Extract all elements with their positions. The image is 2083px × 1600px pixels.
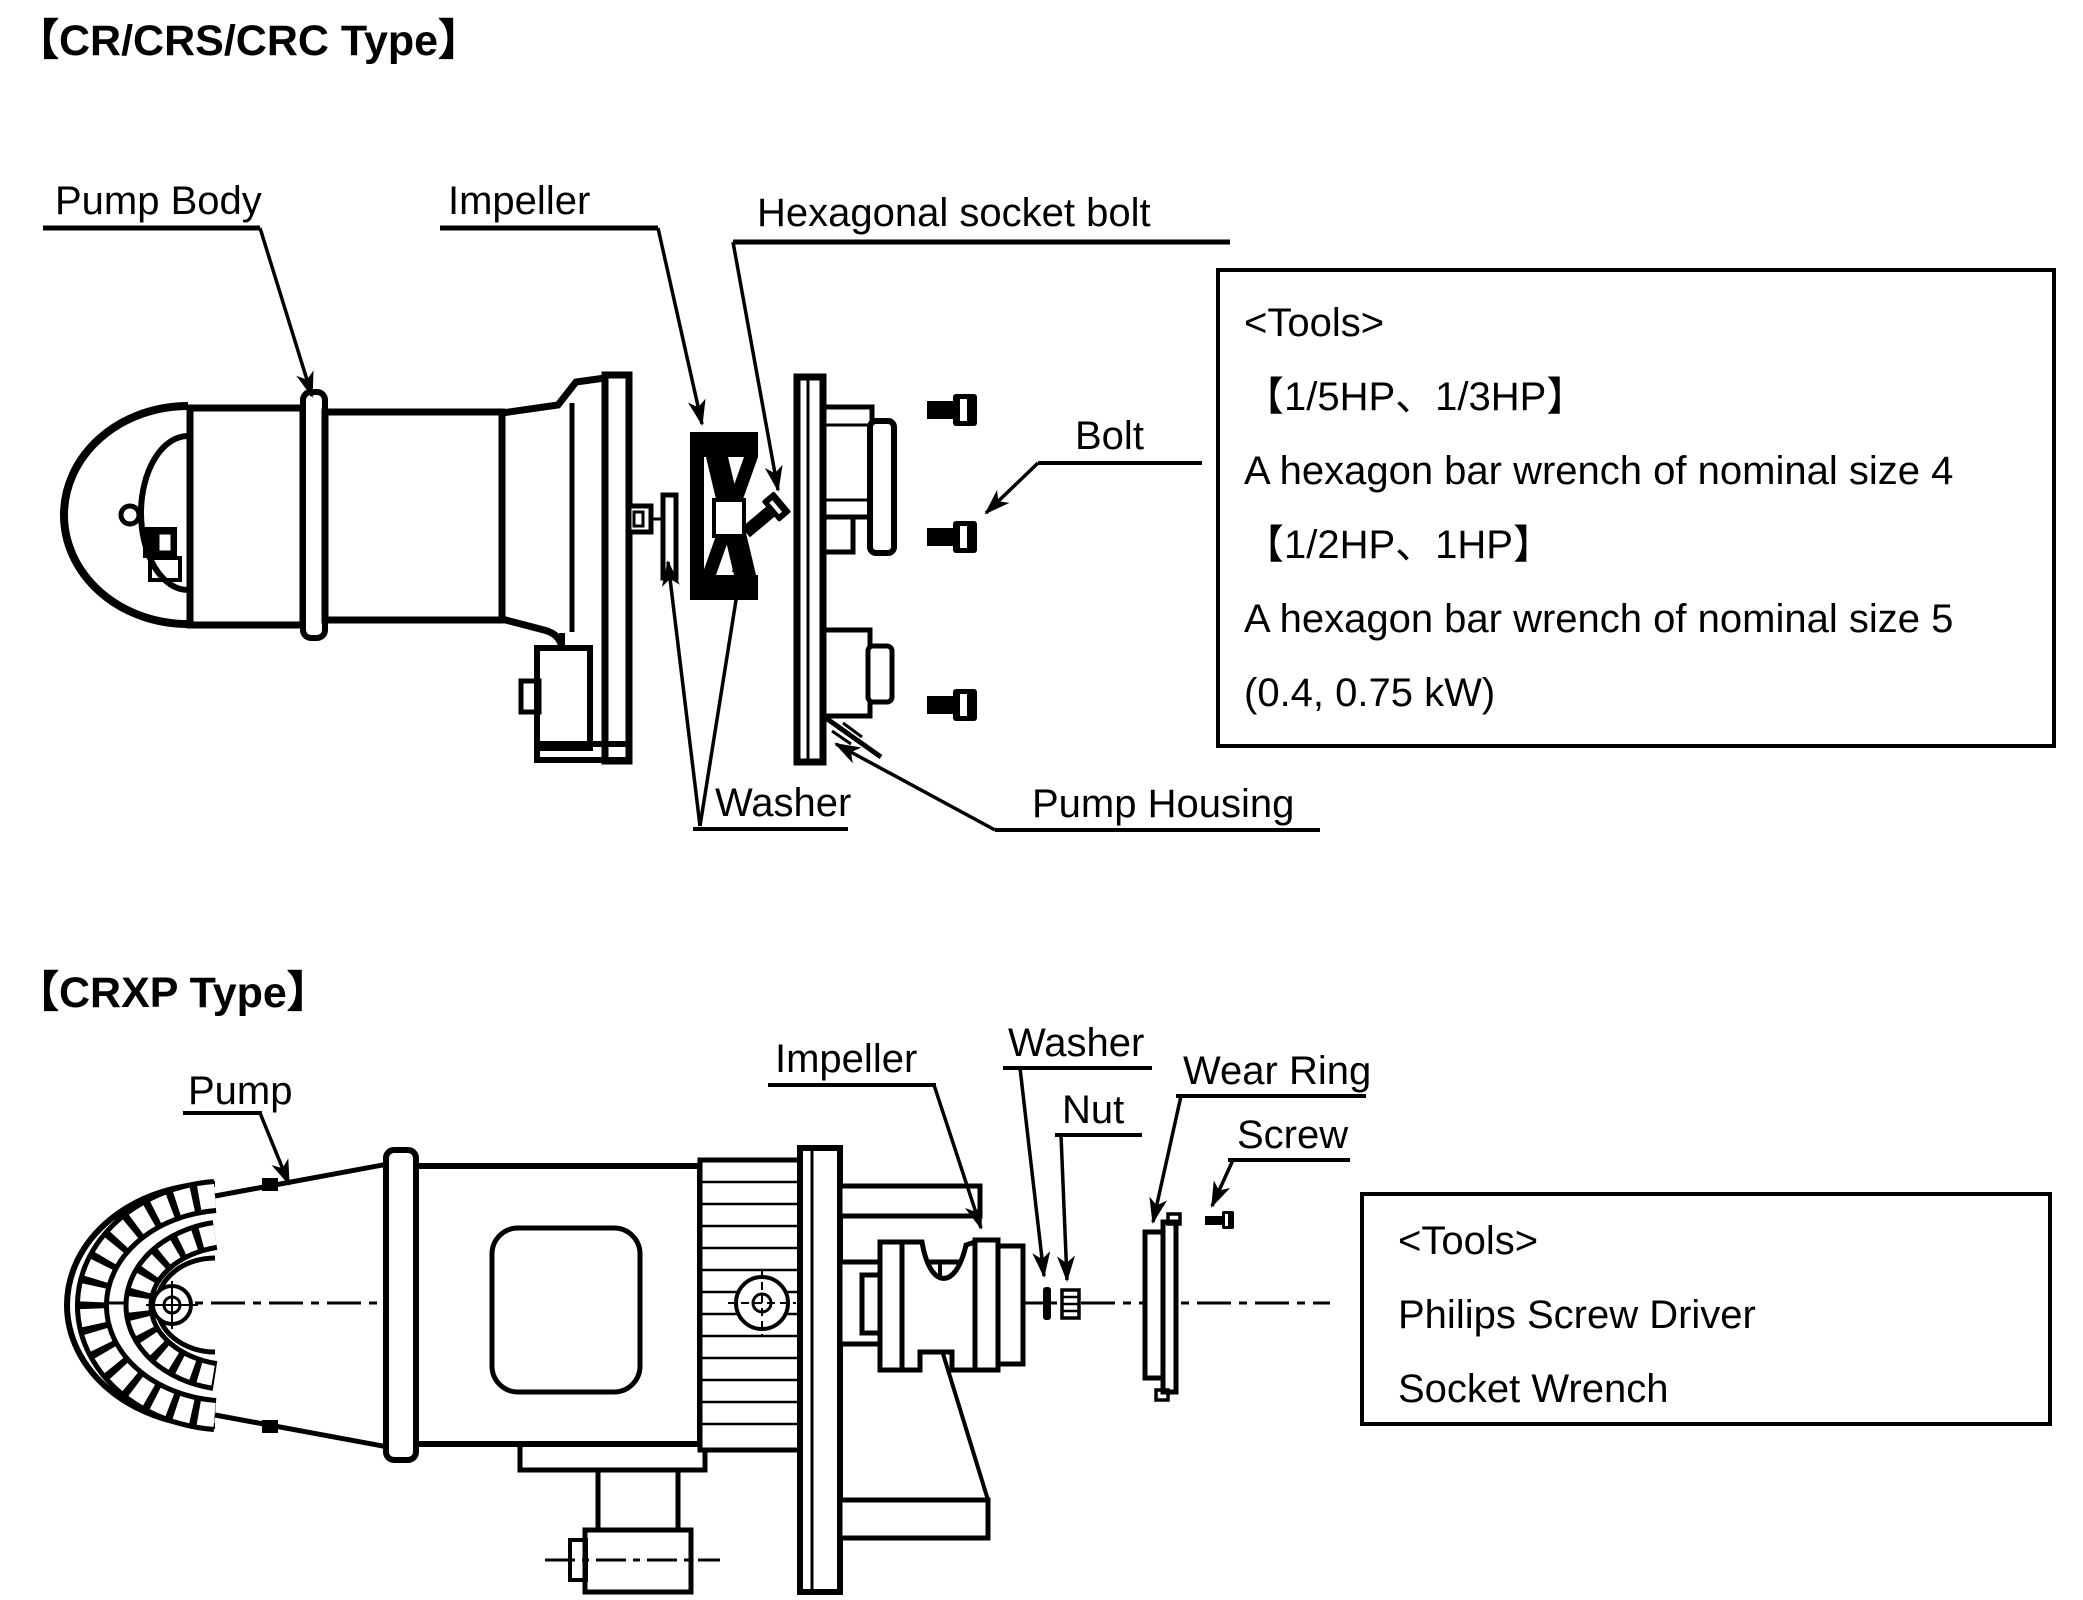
tools-box-line: 【1/2HP、1HP】	[1244, 523, 1553, 567]
tools-box-line: <Tools>	[1398, 1219, 1539, 1263]
cr-callout-lines	[43, 225, 1320, 832]
crxp-nut-part	[1060, 1288, 1081, 1320]
crxp-washer-part	[1043, 1287, 1051, 1320]
tools-box-line: A hexagon bar wrench of nominal size 5	[1244, 597, 1954, 641]
crxp-exploded-parts-drawing	[859, 1211, 1234, 1402]
part-label-washer2: Washer	[1008, 1021, 1145, 1065]
tools-box-line: (0.4, 0.75 kW)	[1244, 671, 1496, 715]
part-label-impeller2: Impeller	[775, 1037, 918, 1081]
cr-impeller-part	[690, 432, 758, 600]
section-header-cr-crs-crc: 【CR/CRS/CRC Type】	[16, 17, 482, 65]
cr-hex-socket-bolt-part	[741, 491, 791, 538]
tools-box-crxp: <Tools> Philips Screw Driver Socket Wren…	[1360, 1192, 2052, 1426]
part-label-washer: Washer	[715, 781, 852, 825]
cr-exploded-parts-drawing	[652, 373, 977, 766]
part-label-hex-socket-bolt: Hexagonal socket bolt	[757, 191, 1151, 235]
crxp-impeller-part	[859, 1237, 1026, 1373]
tools-box-line: <Tools>	[1244, 301, 1385, 345]
part-label-pump-body: Pump Body	[55, 179, 262, 223]
crxp-pump-drawing	[64, 1145, 1330, 1595]
tools-box-line: Socket Wrench	[1398, 1367, 1669, 1411]
cr-bolt-parts	[927, 394, 977, 721]
part-label-nut: Nut	[1062, 1088, 1125, 1132]
part-label-pump: Pump	[188, 1069, 293, 1113]
crxp-callout-lines	[183, 1066, 1366, 1282]
tools-box-cr: <Tools> 【1/5HP、1/3HP】 A hexagon bar wren…	[1216, 268, 2056, 748]
tools-box-line: 【1/5HP、1/3HP】	[1244, 375, 1587, 419]
crxp-screw-part	[1205, 1211, 1234, 1229]
tools-box-line: A hexagon bar wrench of nominal size 4	[1244, 449, 1954, 493]
section-header-crxp: 【CRXP Type】	[16, 969, 330, 1017]
tools-box-line: Philips Screw Driver	[1398, 1293, 1756, 1337]
part-label-wear-ring: Wear Ring	[1183, 1049, 1372, 1093]
crxp-wear-ring-part	[1142, 1212, 1182, 1402]
part-label-pump-housing: Pump Housing	[1032, 782, 1295, 826]
part-label-screw: Screw	[1237, 1113, 1349, 1157]
part-label-bolt: Bolt	[1075, 414, 1144, 458]
cr-pump-housing-part	[793, 373, 897, 766]
part-label-impeller: Impeller	[448, 179, 591, 223]
cr-pump-body-drawing	[60, 371, 654, 765]
